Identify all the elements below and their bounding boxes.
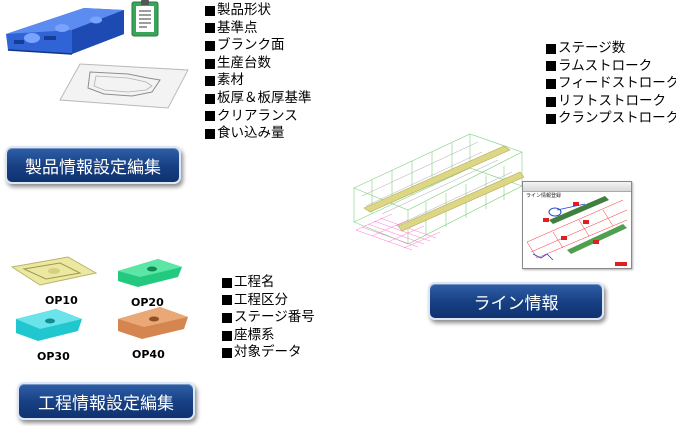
process-info-item: ステージ番号 [222,309,315,327]
product-part-blue [6,8,124,55]
line-info-item: フィードストローク [546,75,676,93]
product-info-item: ブランク面 [205,37,312,55]
line-info-item: リフトストローク [546,93,676,111]
process-parts-illustration [10,256,188,341]
product-info-item: 食い込み量 [205,125,312,143]
op40-part [118,307,188,339]
op40-label: OP40 [132,348,165,361]
op20-part [118,259,182,287]
inset-diagram [526,196,628,266]
product-info-list: 製品形状 基準点 ブランク面 生産台数 素材 板厚＆板厚基準 クリアランス 食い… [205,2,312,143]
line-info-dialog-inset: ライン情報登録 [522,181,632,269]
product-info-item: 板厚＆板厚基準 [205,90,312,108]
op30-label: OP30 [37,350,70,363]
process-info-item: 工程名 [222,274,315,292]
process-info-list: 工程名 工程区分 ステージ番号 座標系 対象データ [222,274,315,362]
op10-part [10,256,98,286]
line-info-item: ラムストローク [546,58,676,76]
process-info-edit-button[interactable]: 工程情報設定編集 [17,382,195,420]
line-info-item: クランプストローク [546,110,676,128]
clipboard-icon [131,0,159,37]
line-info-button[interactable]: ライン情報 [428,282,604,320]
product-info-edit-button[interactable]: 製品情報設定編集 [5,146,181,184]
process-info-item: 座標系 [222,327,315,345]
line-info-item: ステージ数 [546,40,676,58]
press-line-wireframe [353,133,524,251]
product-info-item: 素材 [205,72,312,90]
product-info-item: 生産台数 [205,55,312,73]
inset-title-bar: ライン情報登録 [523,182,631,199]
line-info-list: ステージ数 ラムストローク フィードストローク リフトストローク クランプストロ… [546,40,676,128]
product-info-item: 基準点 [205,20,312,38]
op20-label: OP20 [131,296,164,309]
product-info-item: クリアランス [205,108,312,126]
product-info-item: 製品形状 [205,2,312,20]
process-info-item: 対象データ [222,344,315,362]
inset-title: ライン情報登録 [526,193,562,199]
blank-outline-plate [59,63,189,109]
process-info-item: 工程区分 [222,292,315,310]
product-3d-illustration [6,8,189,109]
op30-part [16,309,82,341]
op10-label: OP10 [45,294,78,307]
